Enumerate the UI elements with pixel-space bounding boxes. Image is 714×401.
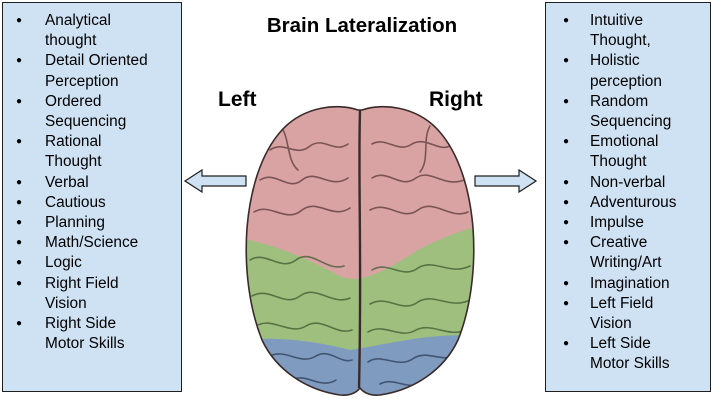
list-item: Ordered Sequencing — [3, 92, 181, 132]
list-item: Logic — [3, 253, 181, 273]
list-item: Non-verbal — [546, 173, 710, 193]
list-item: Detail Oriented Perception — [3, 51, 181, 91]
right-traits-list: Intuitive Thought, Holistic perception R… — [546, 3, 710, 375]
list-item: Emotional Thought — [546, 132, 710, 172]
left-traits-list: Analytical thought Detail Oriented Perce… — [3, 3, 181, 354]
list-item: Right Field Vision — [3, 274, 181, 314]
list-item: Right Side Motor Skills — [3, 314, 181, 354]
right-label: Right — [429, 88, 483, 111]
left-arrow-icon — [184, 168, 247, 194]
list-item: Verbal — [3, 173, 181, 193]
list-item: Impulse — [546, 213, 710, 233]
left-hemisphere-panel: Analytical thought Detail Oriented Perce… — [2, 2, 182, 392]
right-arrow-icon — [474, 168, 537, 194]
list-item: Intuitive Thought, — [546, 11, 710, 51]
list-item: Planning — [3, 213, 181, 233]
list-item: Creative Writing/Art — [546, 233, 710, 273]
list-item: Math/Science — [3, 233, 181, 253]
left-label: Left — [218, 88, 257, 111]
list-item: Cautious — [3, 193, 181, 213]
list-item: Random Sequencing — [546, 92, 710, 132]
list-item: Analytical thought — [3, 11, 181, 51]
list-item: Left Side Motor Skills — [546, 334, 710, 374]
list-item: Imagination — [546, 274, 710, 294]
list-item: Left Field Vision — [546, 294, 710, 334]
list-item: Holistic perception — [546, 51, 710, 91]
right-hemisphere-panel: Intuitive Thought, Holistic perception R… — [545, 2, 711, 392]
list-item: Rational Thought — [3, 132, 181, 172]
brain-illustration — [245, 105, 475, 396]
page-title: Brain Lateralization — [266, 14, 458, 37]
list-item: Adventurous — [546, 193, 710, 213]
